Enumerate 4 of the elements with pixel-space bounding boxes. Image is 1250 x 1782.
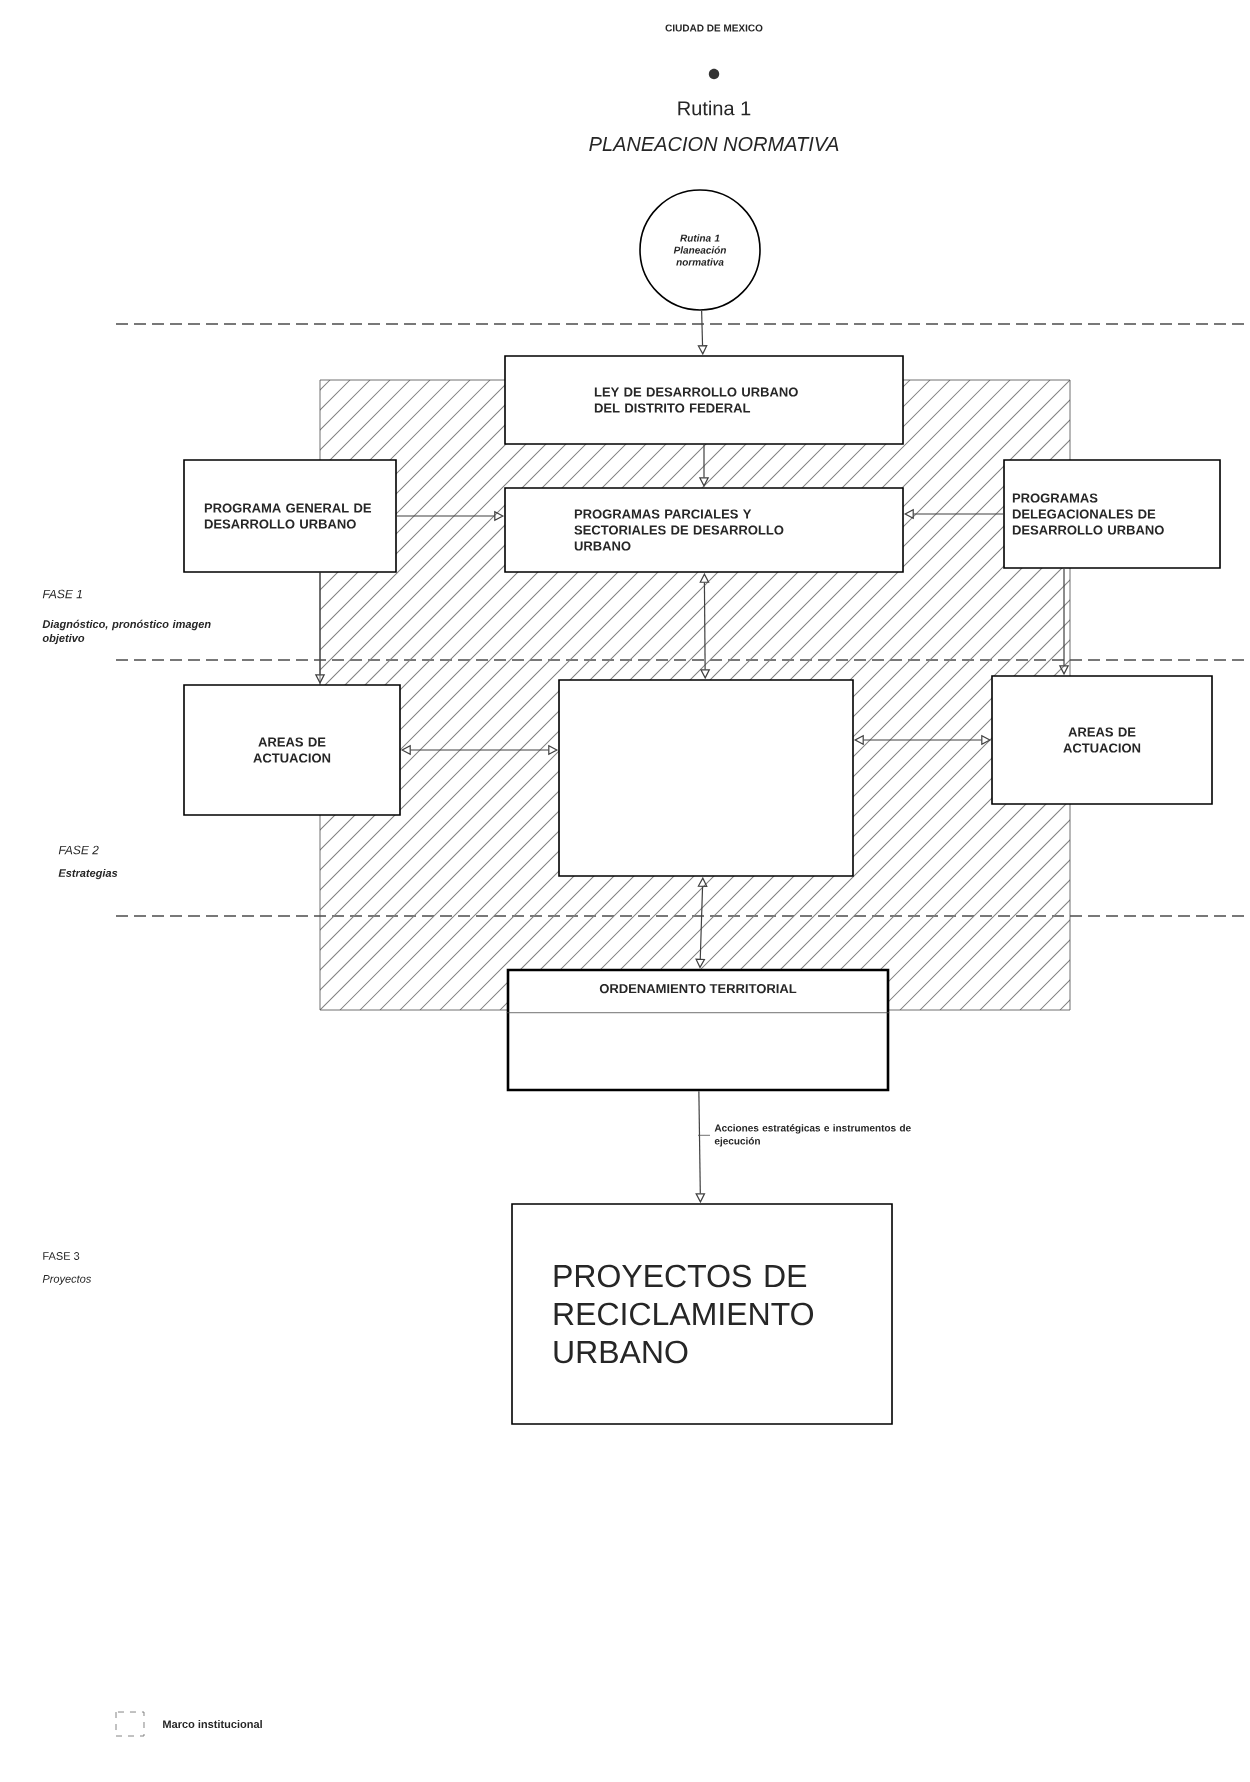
- empty-box: [558, 679, 854, 877]
- title: Rutina 1: [678, 100, 751, 116]
- process-box: PROYECTOS DE RECICLAMIENTO URBANO: [511, 1203, 893, 1425]
- subtitle: PLANEACION NORMATIVA: [589, 136, 839, 152]
